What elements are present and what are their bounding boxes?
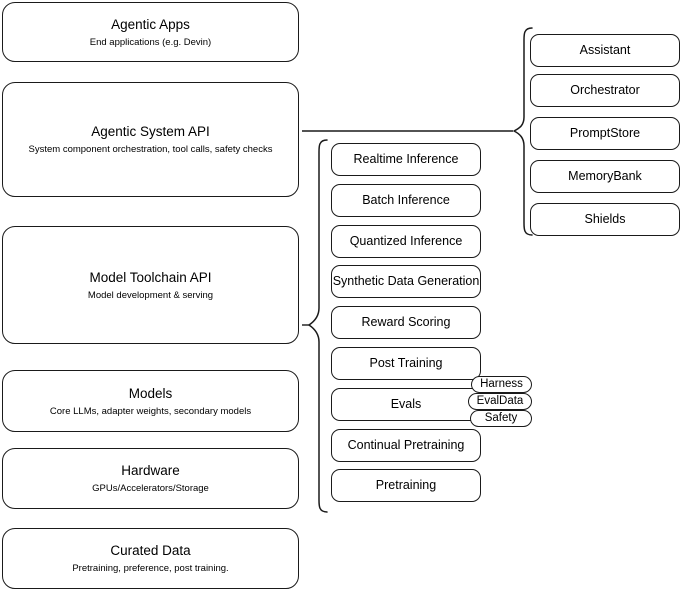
layer-subtitle: System component orchestration, tool cal…	[28, 144, 273, 155]
eval-badge-label: Safety	[484, 412, 518, 424]
layer-title: Agentic Apps	[111, 16, 190, 32]
capability-box-batch-inference[interactable]: Batch Inference	[331, 184, 481, 217]
component-box-shields[interactable]: Shields	[530, 203, 680, 236]
layer-title: Hardware	[121, 463, 180, 478]
layer-title: Curated Data	[110, 543, 191, 558]
layer-box-agentic-apps[interactable]: Agentic Apps End applications (e.g. Devi…	[2, 2, 299, 62]
capability-label: Synthetic Data Generation	[332, 274, 480, 288]
layer-subtitle: GPUs/Accelerators/Storage	[92, 483, 209, 494]
component-label: PromptStore	[569, 126, 641, 140]
capability-box-evals[interactable]: Evals	[331, 388, 481, 421]
eval-badge-safety[interactable]: Safety	[470, 410, 532, 427]
layer-subtitle: Pretraining, preference, post training.	[72, 563, 229, 574]
capability-box-pretraining[interactable]: Pretraining	[331, 469, 481, 502]
layer-subtitle: Model development & serving	[87, 289, 214, 301]
capability-box-post-training[interactable]: Post Training	[331, 347, 481, 380]
component-label: Assistant	[579, 43, 631, 57]
capability-label: Quantized Inference	[349, 234, 463, 248]
layer-box-curated-data[interactable]: Curated Data Pretraining, preference, po…	[2, 528, 299, 589]
component-box-promptstore[interactable]: PromptStore	[530, 117, 680, 150]
brace-toolchain-capabilities	[305, 138, 331, 518]
layer-title: Model Toolchain API	[89, 269, 212, 285]
capability-label: Continual Pretraining	[347, 438, 465, 452]
component-label: MemoryBank	[568, 169, 642, 183]
eval-badge-label: EvalData	[476, 395, 524, 407]
layer-subtitle: End applications (e.g. Devin)	[89, 36, 212, 48]
capability-label: Batch Inference	[362, 193, 450, 207]
capability-box-continual-pretraining[interactable]: Continual Pretraining	[331, 429, 481, 462]
eval-badge-harness[interactable]: Harness	[471, 376, 532, 393]
capability-box-realtime-inference[interactable]: Realtime Inference	[331, 143, 481, 176]
capability-label: Post Training	[369, 356, 443, 370]
eval-badge-label: Harness	[480, 378, 523, 390]
layer-box-model-toolchain-api[interactable]: Model Toolchain API Model development & …	[2, 226, 299, 344]
eval-badge-evaldata[interactable]: EvalData	[468, 393, 532, 410]
layer-title: Agentic System API	[91, 124, 210, 139]
capability-label: Pretraining	[375, 478, 437, 492]
layer-box-models[interactable]: Models Core LLMs, adapter weights, secon…	[2, 370, 299, 432]
layer-box-agentic-system-api[interactable]: Agentic System API System component orch…	[2, 82, 299, 197]
capability-box-reward-scoring[interactable]: Reward Scoring	[331, 306, 481, 339]
capability-box-synthetic-data-generation[interactable]: Synthetic Data Generation	[331, 265, 481, 298]
capability-label: Evals	[390, 397, 422, 411]
layer-title: Models	[128, 385, 173, 401]
component-box-orchestrator[interactable]: Orchestrator	[530, 74, 680, 107]
capability-label: Realtime Inference	[353, 152, 459, 166]
component-label: Shields	[584, 212, 626, 226]
component-box-assistant[interactable]: Assistant	[530, 34, 680, 67]
layer-box-hardware[interactable]: Hardware GPUs/Accelerators/Storage	[2, 448, 299, 509]
capability-label: Reward Scoring	[361, 315, 451, 329]
layer-subtitle: Core LLMs, adapter weights, secondary mo…	[49, 405, 252, 417]
component-box-memorybank[interactable]: MemoryBank	[530, 160, 680, 193]
component-label: Orchestrator	[570, 83, 640, 97]
capability-box-quantized-inference[interactable]: Quantized Inference	[331, 225, 481, 258]
